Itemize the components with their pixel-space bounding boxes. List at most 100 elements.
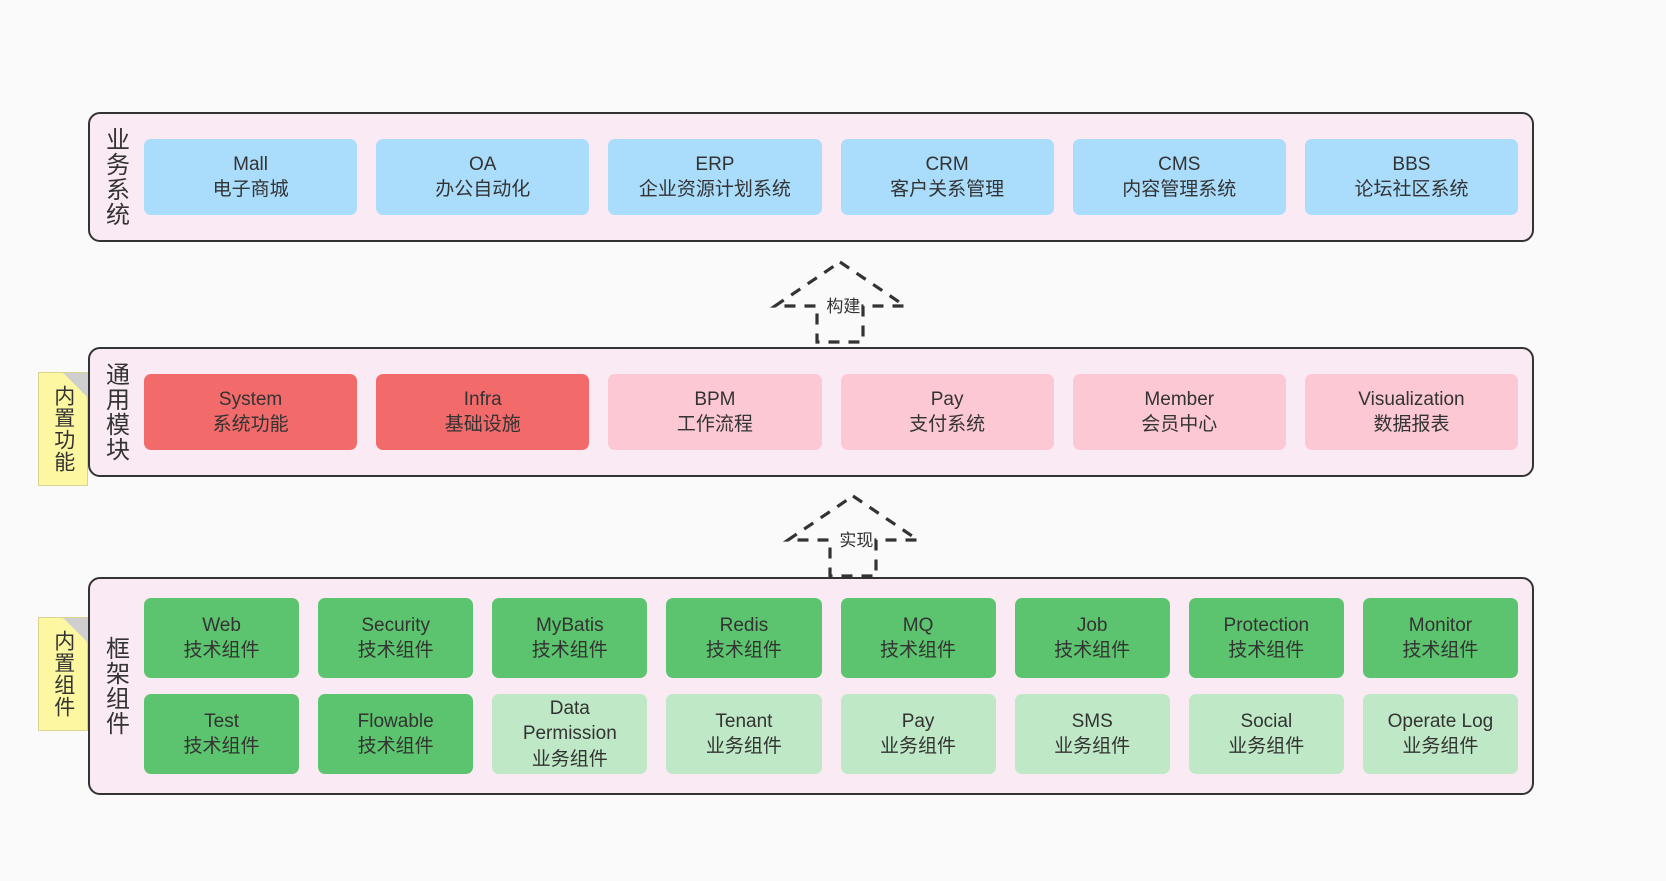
card-data-permission[interactable]: Data Permission 业务组件 — [492, 694, 648, 774]
card-visualization[interactable]: Visualization 数据报表 — [1304, 374, 1519, 450]
card-subtitle: 技术组件 — [357, 736, 434, 757]
card-bpm[interactable]: BPM 工作流程 — [608, 374, 822, 450]
card-subtitle: 技术组件 — [705, 640, 782, 661]
card-tenant[interactable]: Tenant 业务组件 — [666, 694, 822, 774]
card-subtitle: 数据报表 — [1373, 414, 1450, 435]
card-security[interactable]: Security 技术组件 — [318, 598, 474, 678]
card-subtitle: 技术组件 — [1402, 640, 1479, 661]
card-subtitle: 企业资源计划系统 — [638, 179, 791, 200]
card-subtitle: 技术组件 — [1228, 640, 1305, 661]
connector-build-arrow: 构建 — [755, 258, 925, 346]
layer-body-business-system: Mall 电子商城 OA 办公自动化 ERP 企业资源计划系统 CRM 客户关系… — [138, 114, 1532, 240]
layer-framework-component: 框架组件 Web 技术组件 Security 技术组件 MyBatis 技术组件… — [88, 577, 1534, 795]
card-row: System 系统功能 Infra 基础设施 BPM 工作流程 Pay 支付系统… — [144, 374, 1519, 450]
card-title: CMS — [1158, 153, 1201, 175]
layer-body-common-module: System 系统功能 Infra 基础设施 BPM 工作流程 Pay 支付系统… — [138, 349, 1532, 475]
card-subtitle: 业务组件 — [1228, 736, 1305, 757]
note-label: 内置功能 — [51, 385, 75, 473]
card-title: Pay — [930, 388, 964, 410]
card-row: Test 技术组件 Flowable 技术组件 Data Permission … — [144, 694, 1518, 774]
card-title: Security — [361, 614, 430, 636]
card-title: Flowable — [357, 710, 434, 732]
card-title: Monitor — [1408, 614, 1473, 636]
layer-common-module: 通用模块 System 系统功能 Infra 基础设施 BPM 工作流程 Pay… — [88, 347, 1534, 477]
card-subtitle: 基础设施 — [444, 414, 521, 435]
card-subtitle: 技术组件 — [1054, 640, 1131, 661]
card-subtitle: 技术组件 — [183, 640, 260, 661]
card-mq[interactable]: MQ 技术组件 — [840, 598, 996, 678]
card-protection[interactable]: Protection 技术组件 — [1188, 598, 1344, 678]
card-subtitle: 电子商城 — [212, 179, 289, 200]
card-subtitle: 技术组件 — [357, 640, 434, 661]
card-title: Job — [1076, 614, 1108, 636]
card-subtitle: 支付系统 — [909, 414, 986, 435]
card-operate-log[interactable]: Operate Log 业务组件 — [1362, 694, 1518, 774]
card-row: Mall 电子商城 OA 办公自动化 ERP 企业资源计划系统 CRM 客户关系… — [144, 139, 1519, 215]
card-title: CRM — [925, 153, 969, 175]
card-sms[interactable]: SMS 业务组件 — [1014, 694, 1170, 774]
card-title-second-line: Permission — [522, 723, 617, 745]
card-web[interactable]: Web 技术组件 — [144, 598, 300, 678]
card-system[interactable]: System 系统功能 — [144, 374, 358, 450]
card-monitor[interactable]: Monitor 技术组件 — [1362, 598, 1518, 678]
note-builtin-function: 内置功能 — [38, 372, 88, 486]
note-label: 内置组件 — [51, 630, 75, 718]
connector-implement-label: 实现 — [839, 531, 874, 550]
card-bbs[interactable]: BBS 论坛社区系统 — [1304, 139, 1519, 215]
card-title: Tenant — [715, 710, 773, 732]
card-oa[interactable]: OA 办公自动化 — [376, 139, 590, 215]
card-subtitle: 业务组件 — [1402, 736, 1479, 757]
card-erp[interactable]: ERP 企业资源计划系统 — [608, 139, 822, 215]
card-subtitle: 业务组件 — [531, 748, 608, 770]
card-subtitle: 会员中心 — [1141, 414, 1218, 435]
card-member[interactable]: Member 会员中心 — [1072, 374, 1286, 450]
layer-title-framework-component: 框架组件 — [101, 636, 129, 736]
card-title: ERP — [695, 153, 735, 175]
card-title: MQ — [902, 614, 934, 636]
card-pay-component[interactable]: Pay 业务组件 — [840, 694, 996, 774]
card-title: Operate Log — [1387, 710, 1494, 732]
card-subtitle: 内容管理系统 — [1122, 179, 1237, 200]
card-title: Web — [202, 614, 241, 636]
card-mybatis[interactable]: MyBatis 技术组件 — [492, 598, 648, 678]
card-subtitle: 技术组件 — [880, 640, 957, 661]
card-subtitle: 系统功能 — [212, 414, 289, 435]
card-title: MyBatis — [536, 614, 604, 636]
layer-title-common-module: 通用模块 — [101, 362, 129, 462]
card-subtitle: 客户关系管理 — [890, 179, 1005, 200]
card-flowable[interactable]: Flowable 技术组件 — [318, 694, 474, 774]
card-subtitle: 办公自动化 — [435, 179, 531, 200]
card-redis[interactable]: Redis 技术组件 — [666, 598, 822, 678]
note-builtin-module: 内置组件 — [38, 617, 88, 731]
card-title: Visualization — [1358, 388, 1465, 410]
card-subtitle: 技术组件 — [531, 640, 608, 661]
card-infra[interactable]: Infra 基础设施 — [376, 374, 590, 450]
card-subtitle: 业务组件 — [705, 736, 782, 757]
card-title: Protection — [1223, 614, 1310, 636]
card-cms[interactable]: CMS 内容管理系统 — [1072, 139, 1286, 215]
card-title: BPM — [694, 388, 736, 410]
card-subtitle: 业务组件 — [1054, 736, 1131, 757]
connector-implement-arrow: 实现 — [768, 492, 938, 580]
card-subtitle: 论坛社区系统 — [1354, 179, 1469, 200]
card-crm[interactable]: CRM 客户关系管理 — [840, 139, 1054, 215]
card-title: SMS — [1071, 710, 1113, 732]
card-pay[interactable]: Pay 支付系统 — [840, 374, 1054, 450]
card-title: OA — [469, 153, 497, 175]
card-title: Mall — [233, 153, 268, 175]
card-title: Infra — [463, 388, 502, 410]
card-row: Web 技术组件 Security 技术组件 MyBatis 技术组件 Redi… — [144, 598, 1518, 678]
card-subtitle: 业务组件 — [880, 736, 957, 757]
card-title: Social — [1240, 710, 1293, 732]
card-subtitle: 工作流程 — [676, 414, 753, 435]
card-title: BBS — [1392, 153, 1431, 175]
card-title: Pay — [901, 710, 935, 732]
card-title: Member — [1144, 388, 1215, 410]
card-title: System — [218, 388, 283, 410]
card-job[interactable]: Job 技术组件 — [1014, 598, 1170, 678]
card-test[interactable]: Test 技术组件 — [144, 694, 300, 774]
card-social[interactable]: Social 业务组件 — [1188, 694, 1344, 774]
card-mall[interactable]: Mall 电子商城 — [144, 139, 358, 215]
card-subtitle: 技术组件 — [183, 736, 260, 757]
